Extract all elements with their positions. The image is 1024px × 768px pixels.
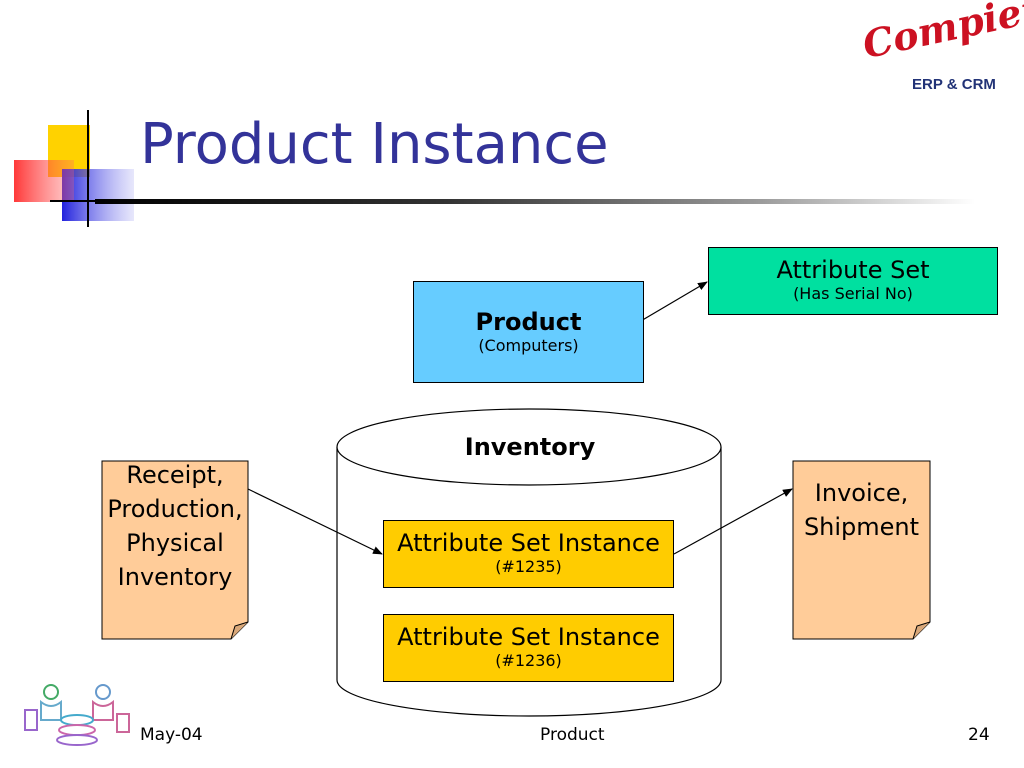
footer-page-number: 24 [968,725,990,745]
target-doc-line: Invoice, [814,479,909,507]
target-document-fold [912,621,931,640]
instance-1-label: Attribute Set Instance [397,529,660,557]
source-document-text: Receipt, Production, Physical Inventory [102,458,248,594]
target-document-text: Invoice, Shipment [793,476,930,544]
target-doc-line: Shipment [803,513,920,541]
attribute-set-instance-box-1: Attribute Set Instance (#1235) [383,520,674,588]
source-doc-line: Physical [126,529,224,557]
title-underline [95,199,975,204]
source-doc-line: Production, [107,495,243,523]
arrow-instance-to-target [673,488,793,555]
inventory-label: Inventory [464,433,596,461]
attribute-set-box: Attribute Set (Has Serial No) [708,247,998,315]
arrow-source-to-instance [247,488,383,555]
footer-topic: Product [540,725,605,745]
instance-1-detail: (#1235) [495,557,562,576]
source-doc-line: Inventory [117,563,233,591]
product-label: Product [475,308,582,336]
corner-squares-graphic [14,110,134,227]
source-doc-line: Receipt, [126,461,224,489]
slide-title: Product Instance [140,112,609,177]
instance-2-label: Attribute Set Instance [397,623,660,651]
attribute-set-label: Attribute Set [776,256,930,284]
attribute-set-instance-box-2: Attribute Set Instance (#1236) [383,614,674,682]
product-box: Product (Computers) [413,281,644,383]
people-graphic [24,684,130,746]
attribute-set-detail: (Has Serial No) [793,284,913,303]
footer-date: May-04 [140,725,203,745]
source-document-fold [230,621,249,640]
product-detail: (Computers) [478,336,579,355]
instance-2-detail: (#1236) [495,651,562,670]
logo-tagline: ERP & CRM [912,76,996,93]
